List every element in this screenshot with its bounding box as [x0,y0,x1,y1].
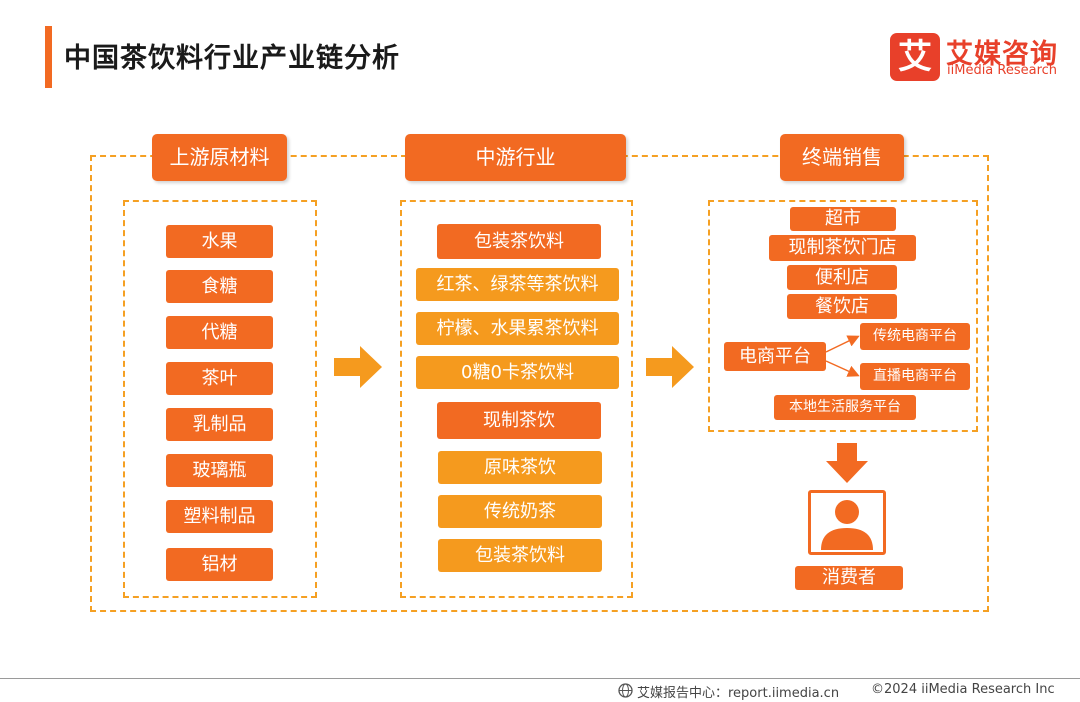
midstream-fresh-sub: 原味茶饮 [438,451,602,484]
ecommerce-sub: 传统电商平台 [860,323,970,350]
upstream-item: 食糖 [166,270,273,303]
title-accent-bar [45,26,52,88]
upstream-item: 茶叶 [166,362,273,395]
midstream-packaged-sub: 0糖0卡茶饮料 [416,356,619,389]
upstream-item: 玻璃瓶 [166,454,273,487]
terminal-channel: 现制茶饮门店 [769,235,916,261]
arrow-right-icon [334,346,382,388]
midstream-header: 中游行业 [405,134,626,181]
arrow-down-icon [826,443,868,483]
terminal-header: 终端销售 [780,134,904,181]
logo-name-cn: 艾媒咨询 [946,39,1058,70]
terminal-channel: 餐饮店 [787,294,897,319]
ecommerce-label: 电商平台 [724,342,826,371]
consumer-label: 消费者 [795,566,903,590]
midstream-fresh-sub: 传统奶茶 [438,495,602,528]
upstream-header: 上游原材料 [152,134,287,181]
upstream-item: 乳制品 [166,408,273,441]
arrow-right-icon [646,346,694,388]
logo-mark: 艾 [890,33,940,81]
local-service-platform: 本地生活服务平台 [774,395,916,420]
midstream-packaged-sub: 红茶、绿茶等茶饮料 [416,268,619,301]
footer-copyright: ©2024 iiMedia Research Inc [871,682,1055,697]
midstream-fresh-sub: 包装茶饮料 [438,539,602,572]
terminal-channel: 超市 [790,207,896,231]
page-title: 中国茶饮料行业产业链分析 [64,43,400,74]
midstream-packaged-label: 包装茶饮料 [437,224,601,259]
logo-name-en: iiMedia Research [947,63,1058,78]
upstream-item: 水果 [166,225,273,258]
upstream-item: 塑料制品 [166,500,273,533]
ecommerce-sub: 直播电商平台 [860,363,970,390]
midstream-packaged-sub: 柠檬、水果累茶饮料 [416,312,619,345]
consumer-frame [808,490,886,555]
midstream-fresh-label: 现制茶饮 [437,402,601,439]
terminal-channel: 便利店 [787,265,897,290]
footer-source: 艾媒报告中心：report.iimedia.cn [637,686,840,701]
upstream-item: 铝材 [166,548,273,581]
person-icon [821,500,873,550]
globe-icon [618,683,633,698]
upstream-item: 代糖 [166,316,273,349]
midstream-panel [400,200,633,598]
footer-divider [0,678,1080,679]
